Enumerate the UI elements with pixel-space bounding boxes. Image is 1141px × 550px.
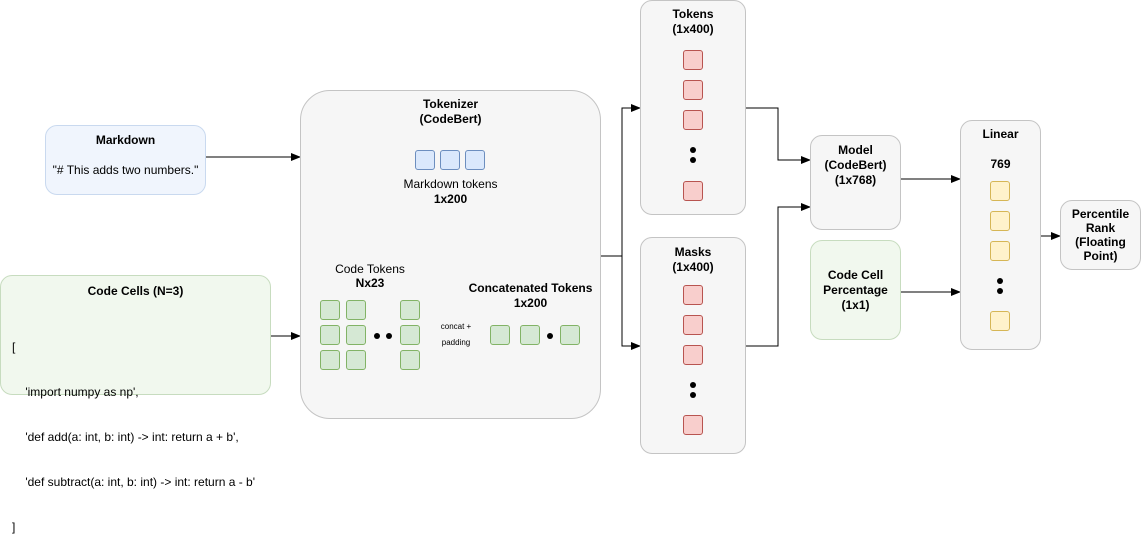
concatenated-tokens-size: 1x200 — [513, 296, 548, 310]
markdown-token — [415, 150, 435, 170]
concatenated-tokens-label: Concatenated Tokens — [468, 281, 593, 295]
code-cell-percentage-line2: Percentage — [823, 283, 888, 297]
masks-size: (1x400) — [672, 260, 714, 274]
mask-cell — [683, 285, 703, 305]
token-cell — [683, 181, 703, 201]
concatenated-token — [560, 325, 580, 345]
tokens-size: (1x400) — [672, 22, 714, 36]
tokenizer-subtitle: (CodeBert) — [419, 112, 482, 126]
code-token — [346, 300, 366, 320]
model-title: Model — [838, 143, 873, 157]
tokens-title: Tokens — [672, 7, 714, 21]
output-line2: Rank — [1085, 221, 1116, 235]
mask-cell — [683, 415, 703, 435]
code-line: 'def add(a: int, b: int) -> int: return … — [12, 430, 239, 444]
linear-cell — [990, 211, 1010, 231]
mask-cell — [683, 345, 703, 365]
concat-label-line2: padding — [441, 338, 471, 347]
code-token — [346, 350, 366, 370]
ellipsis-dot — [690, 392, 696, 398]
token-cell — [683, 110, 703, 130]
code-cells-lines: [ 'import numpy as np', 'def add(a: int,… — [12, 310, 255, 550]
ellipsis-dot — [547, 333, 553, 339]
code-line: 'def subtract(a: int, b: int) -> int: re… — [12, 475, 256, 489]
arrow-tokenizer-to-tokens — [601, 104, 641, 257]
code-token — [320, 325, 340, 345]
code-token — [400, 300, 420, 320]
linear-cell — [990, 181, 1010, 201]
masks-title: Masks — [674, 245, 712, 259]
token-cell — [683, 80, 703, 100]
linear-size: 769 — [990, 157, 1011, 171]
tokenizer-box — [300, 90, 601, 419]
code-cell-percentage-line1: Code Cell — [827, 268, 884, 282]
code-line: ] — [12, 520, 16, 534]
mask-cell — [683, 315, 703, 335]
ellipsis-dot — [374, 333, 380, 339]
model-size: (1x768) — [834, 173, 877, 187]
code-token — [400, 350, 420, 370]
code-line: 'import numpy as np', — [12, 385, 139, 399]
concat-label-line1: concat + — [440, 322, 472, 331]
markdown-text: "# This adds two numbers." — [52, 163, 199, 177]
concatenated-token — [490, 325, 510, 345]
markdown-title: Markdown — [95, 133, 156, 147]
arrow-tokens-to-model — [746, 107, 811, 164]
percentile-rank-box — [1060, 200, 1141, 270]
token-cell — [683, 50, 703, 70]
code-tokens-label: Code Tokens — [335, 262, 405, 276]
code-token — [320, 300, 340, 320]
code-line: [ — [12, 340, 16, 354]
code-token — [346, 325, 366, 345]
ellipsis-dot — [690, 157, 696, 163]
markdown-token — [440, 150, 460, 170]
code-cells-title: Code Cells (N=3) — [87, 284, 184, 298]
output-line4: Point) — [1083, 249, 1118, 263]
ellipsis-dot — [690, 147, 696, 153]
ellipsis-dot — [690, 382, 696, 388]
code-cell-percentage-size: (1x1) — [841, 298, 870, 312]
model-subtitle: (CodeBert) — [824, 158, 887, 172]
ellipsis-dot — [386, 333, 392, 339]
concatenated-token — [520, 325, 540, 345]
linear-title: Linear — [982, 127, 1019, 141]
markdown-tokens-label: Markdown tokens — [403, 177, 498, 191]
markdown-tokens-size: 1x200 — [433, 192, 468, 206]
linear-cell — [990, 241, 1010, 261]
output-line1: Percentile — [1071, 207, 1130, 221]
tokens-box — [640, 0, 746, 215]
code-tokens-size: Nx23 — [355, 276, 385, 290]
tokenizer-title: Tokenizer — [422, 97, 479, 111]
markdown-token — [465, 150, 485, 170]
ellipsis-dot — [997, 288, 1003, 294]
linear-cell — [990, 311, 1010, 331]
code-token — [400, 325, 420, 345]
arrow-tokenizer-to-masks — [621, 256, 641, 350]
code-cell-percentage-box — [810, 240, 901, 340]
markdown-box — [45, 125, 206, 195]
code-cells-box — [0, 275, 271, 395]
output-line3: (Floating — [1075, 235, 1126, 249]
code-token — [320, 350, 340, 370]
model-box — [810, 135, 901, 230]
ellipsis-dot — [997, 278, 1003, 284]
arrow-masks-to-model — [746, 203, 811, 347]
